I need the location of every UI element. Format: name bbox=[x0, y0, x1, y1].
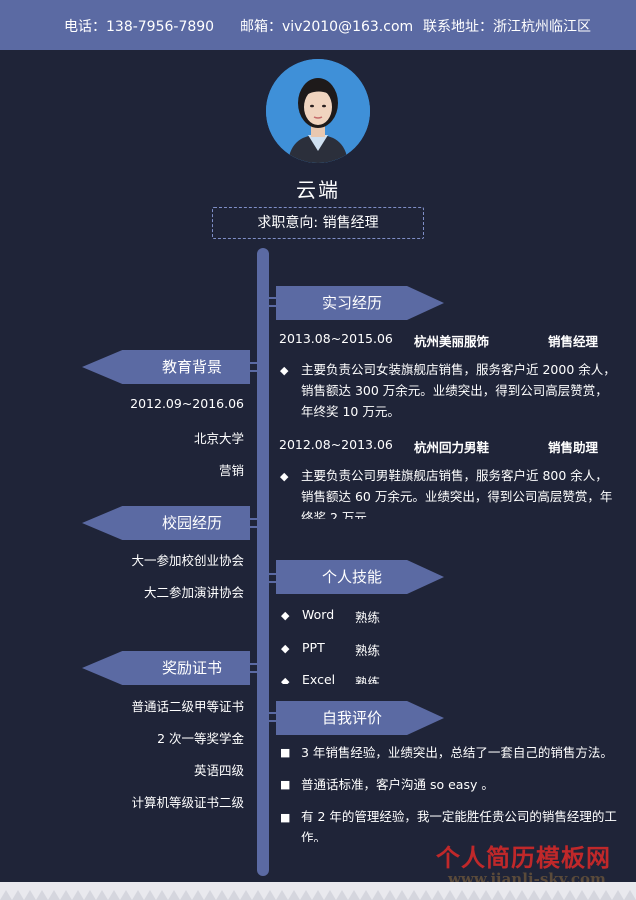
section-education-header: 教育背景 bbox=[82, 350, 250, 384]
skill-level: 熟练 bbox=[355, 675, 381, 684]
self-eval-item: 有 2 年的管理经验，我一定能胜任贵公司的销售经理的工作。 bbox=[301, 809, 617, 842]
timeline-bar bbox=[257, 248, 269, 876]
award-item: 2 次一等奖学金 bbox=[157, 731, 244, 746]
timeline-tick bbox=[248, 671, 258, 673]
timeline-tick bbox=[268, 573, 278, 575]
timeline-tick bbox=[268, 720, 278, 722]
section-self-eval-header: 自我评价 bbox=[276, 701, 444, 735]
contact-bar: 电话：138-7956-7890 邮箱：viv2010@163.com 联系地址… bbox=[0, 0, 636, 50]
internship-period: 2012.08~2013.06 bbox=[279, 437, 393, 452]
timeline-tick bbox=[248, 518, 258, 520]
timeline-tick bbox=[248, 526, 258, 528]
education-period: 2012.09~2016.06 bbox=[130, 396, 244, 411]
internship-role: 销售经理 bbox=[548, 334, 599, 349]
internship-company: 杭州美丽服饰 bbox=[414, 334, 490, 349]
person-portrait-icon bbox=[266, 59, 370, 163]
skills-list: ◆ Word 熟练 ◆ PPT 熟练 ◆ Excel 熟练 bbox=[278, 602, 478, 684]
phone-text: 电话：138-7956-7890 bbox=[64, 19, 215, 35]
timeline-tick bbox=[248, 370, 258, 372]
self-eval-item: 3 年销售经验，业绩突出，总结了一套自己的销售方法。 bbox=[301, 745, 613, 760]
campus-item: 大一参加校创业协会 bbox=[131, 553, 244, 568]
address-text: 联系地址：浙江杭州临江区 bbox=[423, 19, 591, 35]
square-bullet-icon: ■ bbox=[280, 811, 291, 824]
timeline-tick bbox=[248, 362, 258, 364]
timeline-tick bbox=[248, 663, 258, 665]
square-bullet-icon: ■ bbox=[280, 746, 291, 759]
self-eval-item: 普通话标准，客户沟通 so easy 。 bbox=[301, 777, 494, 792]
section-internship-header: 实习经历 bbox=[276, 286, 444, 320]
internship-period: 2013.08~2015.06 bbox=[279, 331, 393, 346]
bottom-border bbox=[0, 882, 636, 900]
award-item: 计算机等级证书二级 bbox=[131, 795, 244, 810]
internship-description: 主要负责公司女装旗舰店销售，服务客户近 2000 余人，销售额达 300 万余元… bbox=[301, 362, 616, 419]
timeline-tick bbox=[268, 712, 278, 714]
timeline-tick bbox=[268, 305, 278, 307]
education-major: 营销 bbox=[218, 463, 244, 478]
timeline-tick bbox=[268, 297, 278, 299]
skill-name: Excel bbox=[302, 672, 336, 684]
section-awards-header: 奖励证书 bbox=[82, 651, 250, 685]
campus-item: 大二参加演讲协会 bbox=[143, 585, 244, 600]
email-text: 邮箱：viv2010@163.com bbox=[240, 19, 414, 35]
internship-description: 主要负责公司男鞋旗舰店销售，服务客户近 800 余人，销售额达 60 万余元。业… bbox=[301, 468, 613, 519]
skill-level: 熟练 bbox=[355, 610, 381, 625]
award-item: 普通话二级甲等证书 bbox=[131, 699, 244, 714]
diamond-bullet-icon: ◆ bbox=[281, 609, 290, 622]
diamond-bullet-icon: ◆ bbox=[281, 642, 290, 655]
skill-level: 熟练 bbox=[355, 643, 381, 658]
job-intent: 求职意向: 销售经理 bbox=[212, 207, 424, 239]
award-item: 英语四级 bbox=[193, 763, 244, 778]
watermark-title: 个人简历模板网 bbox=[436, 843, 611, 872]
internship-company: 杭州回力男鞋 bbox=[414, 440, 490, 455]
skill-name: Word bbox=[302, 607, 335, 622]
square-bullet-icon: ■ bbox=[280, 778, 291, 791]
section-campus-header: 校园经历 bbox=[82, 506, 250, 540]
skill-name: PPT bbox=[302, 640, 325, 655]
profile-photo bbox=[266, 59, 370, 163]
diamond-bullet-icon: ◆ bbox=[280, 364, 289, 377]
candidate-name: 云端 bbox=[296, 178, 340, 202]
timeline-tick bbox=[268, 581, 278, 583]
section-skills-header: 个人技能 bbox=[276, 560, 444, 594]
diamond-bullet-icon: ◆ bbox=[281, 675, 290, 684]
internship-role: 销售助理 bbox=[548, 440, 599, 455]
diamond-bullet-icon: ◆ bbox=[280, 470, 289, 483]
education-school: 北京大学 bbox=[193, 431, 244, 446]
